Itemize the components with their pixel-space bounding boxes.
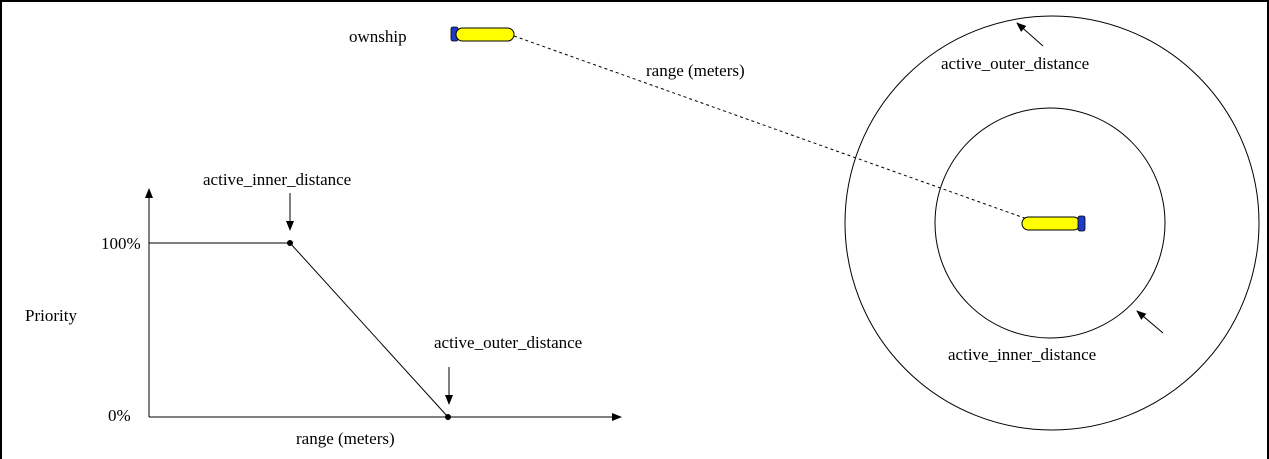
inner-point-label: active_inner_distance (203, 170, 351, 189)
range-label-top: range (meters) (646, 61, 745, 80)
y-tick-0: 0% (108, 406, 131, 425)
x-axis-label: range (meters) (296, 429, 395, 448)
priority-graph: Priority 100% 0% range (meters) active_i… (25, 170, 621, 448)
contact-nose (1078, 216, 1085, 231)
ownship-label: ownship (349, 27, 407, 46)
y-axis-label: Priority (25, 306, 77, 325)
contact-body (1022, 217, 1080, 230)
ownship-body (456, 28, 514, 41)
inner-circle-label: active_inner_distance (948, 345, 1096, 364)
ownship-scene: ownship range (meters) active_outer_dist… (349, 16, 1259, 430)
outer-point-label: active_outer_distance (434, 333, 582, 352)
inner-circle-arrow (1137, 311, 1163, 333)
outer-circle-label: active_outer_distance (941, 54, 1089, 73)
y-tick-100: 100% (101, 234, 141, 253)
ownship-vehicle-icon (451, 27, 514, 41)
outer-circle-arrow (1017, 23, 1043, 46)
inner-distance-point (287, 240, 293, 246)
contact-vehicle-icon (1022, 216, 1085, 231)
priority-curve (149, 243, 448, 417)
outer-distance-point (445, 414, 451, 420)
